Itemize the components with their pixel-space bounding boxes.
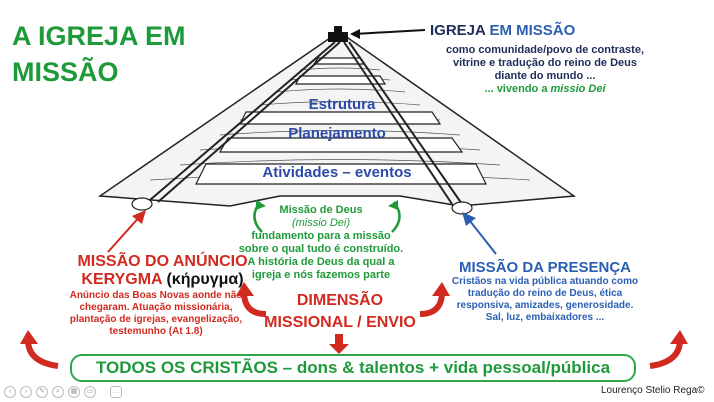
anuncio-line-2: chegaram. Atuação missionária, [79,302,233,313]
title-line-2: MISSÃO [12,57,119,87]
red-arrow-to-rail [107,213,143,253]
igreja-description: como comunidade/povo de contraste, vitri… [420,44,670,96]
presenca-line-4: Sal, luz, embaixadores ... [485,312,605,323]
author-credit: Lourenço Stelio Rega© [601,385,705,396]
rails [149,41,463,205]
presenca-line-3: responsiva, amizades, generosidade. [456,300,634,311]
rail-end-left [131,197,153,211]
search-icon[interactable]: ⌕ [52,386,64,398]
red-down-arrow [335,334,343,344]
missao-anuncio-title: MISSÃO DO ANÚNCIO KERYGMA (κήρυγμα) [40,253,285,289]
anuncio-line-4: testemunho (At 1.8) [109,326,203,337]
missao-deus-line-1: fundamento para a missão [251,230,391,242]
igreja-desc-line-4: ... vivendo a missio Dei [420,83,670,96]
igreja-desc-line-3: diante do mundo ... [494,70,596,82]
missao-de-deus-block: Missão de Deus (missio Dei) fundamento p… [232,204,410,282]
presenca-line-1: Cristãos na vida pública atuando como [451,276,639,287]
top-pointer-arrow [353,29,426,35]
subtitles-icon[interactable]: ▭ [84,386,96,398]
vivendo-prefix: ... vivendo a [484,83,548,95]
diagram-title: A IGREJA EM MISSÃO [12,18,186,90]
rail-end-right [451,201,473,215]
missao-deus-title: Missão de Deus [279,204,363,216]
slides-icon[interactable]: ▦ [68,386,80,398]
missio-dei-italic: missio Dei [550,83,606,95]
sleepers [195,57,487,185]
heading-em-missao: EM MISSÃO [489,22,576,39]
missao-deus-line-2: sobre o qual tudo é construído. [238,243,404,255]
title-line-1: A IGREJA EM [12,21,186,51]
igreja-desc-line-2: vitrine e tradução do reino de Deus [453,57,637,69]
anuncio-title-line-2: KERYGMA (κήρυγμα) [40,271,285,289]
presenca-line-2: tradução do reino de Deus, ética [467,288,623,299]
pen-icon[interactable]: ✎ [36,386,48,398]
kerygma-label: KERYGMA [81,271,163,288]
dimensao-line-1: DIMENSÃO [296,292,384,309]
next-icon[interactable]: › [20,386,32,398]
anuncio-line-1: Anúncio das Boas Novas aonde não [69,290,243,301]
igreja-em-missao-heading: IGREJA EM MISSÃO [430,22,575,39]
igreja-desc-line-1: como comunidade/povo de contraste, [445,44,645,56]
missao-presenca-title: MISSÃO DA PRESENÇA [459,259,631,276]
label-estrutura: Estrutura [308,96,376,113]
missao-anuncio-text: Anúncio das Boas Novas aonde não chegara… [36,290,276,338]
more-icon[interactable]: … [110,386,122,398]
todos-os-cristaos-box: TODOS OS CRISTÃOS – dons & talentos + vi… [70,354,636,382]
kerygma-greek: (κήρυγμα) [166,271,244,288]
label-atividades: Atividades – eventos [262,164,412,181]
anuncio-title-line-1: MISSÃO DO ANÚNCIO [77,253,248,270]
missao-deus-line-4: igreja e nós fazemos parte [251,269,391,281]
dimensao-missional: DIMENSÃO MISSIONAL / ENVIO [250,290,430,334]
missao-presenca-text: Cristãos na vida pública atuando como tr… [420,276,670,324]
prev-icon[interactable]: ‹ [4,386,16,398]
pyramid-top-cap [328,32,348,42]
missao-deus-line-3: A história de Deus da qual a [247,256,395,268]
missao-deus-subtitle: (missio Dei) [291,217,351,229]
label-planejamento: Planejamento [288,125,386,142]
dimensao-line-2: MISSIONAL / ENVIO [264,314,416,331]
blue-arrow-to-rail [465,215,497,255]
anuncio-line-3: plantação de igrejas, evangelização, [69,314,243,325]
heading-igreja: IGREJA [430,22,486,39]
